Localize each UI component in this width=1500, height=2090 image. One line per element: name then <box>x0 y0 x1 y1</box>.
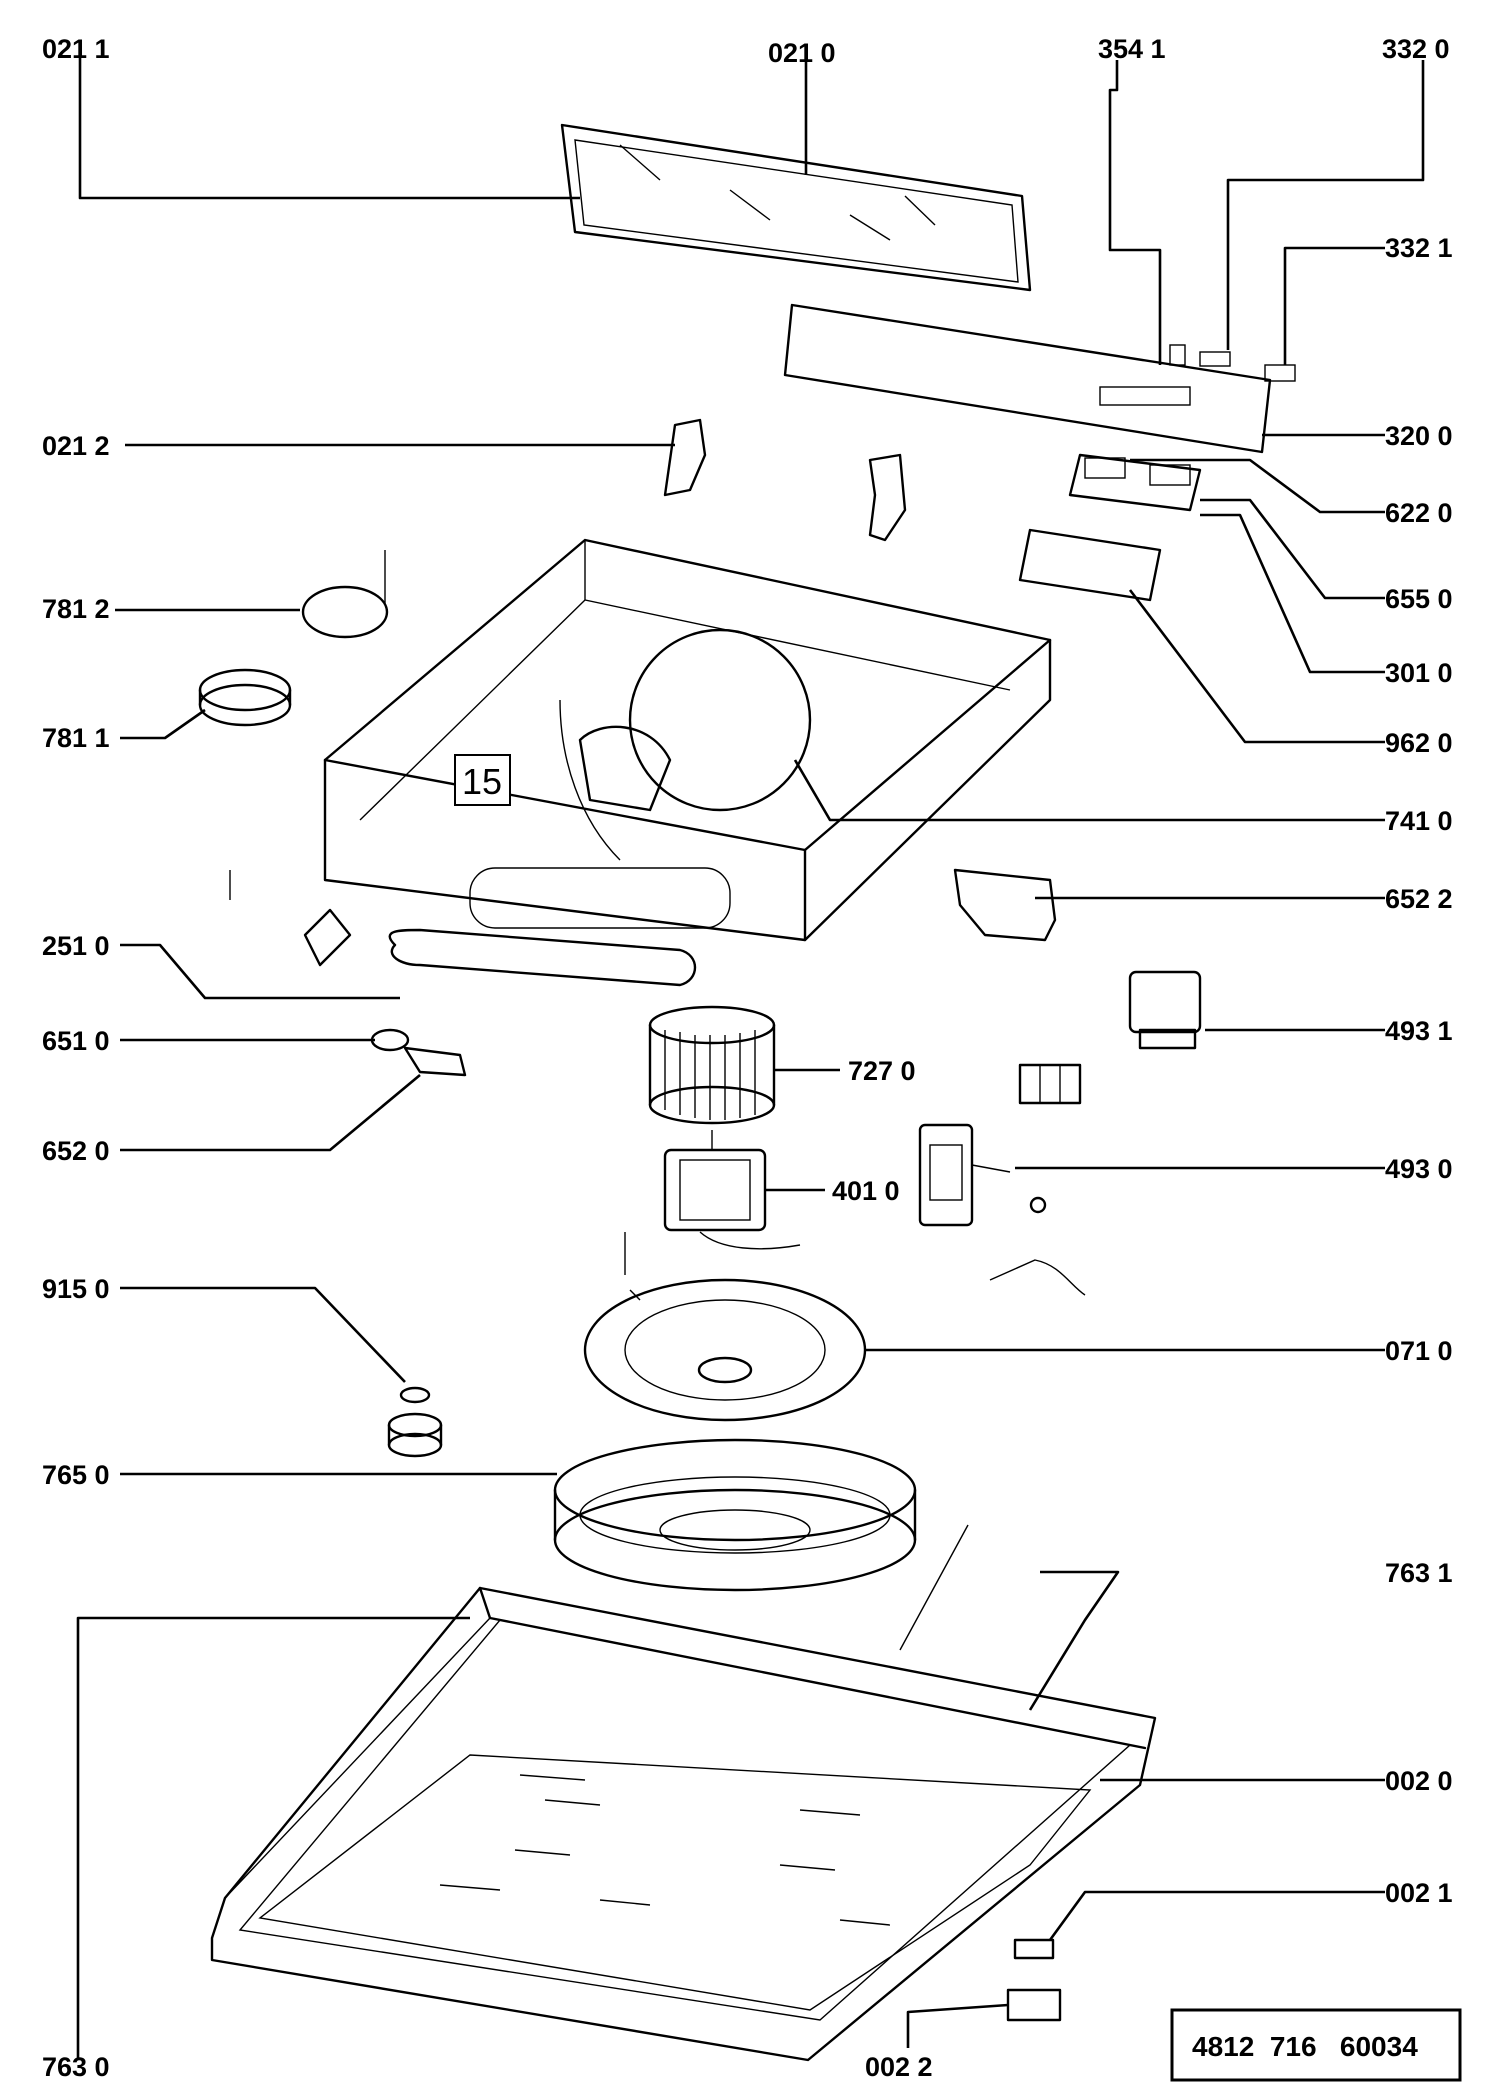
cover-plate-part <box>301 550 389 639</box>
label-493-1: 493 1 <box>1385 1016 1453 1046</box>
label-002-0: 002 0 <box>1385 1766 1453 1796</box>
label-301-0: 301 0 <box>1385 658 1453 688</box>
label-401-0: 401 0 <box>832 1176 900 1206</box>
control-panel-strip-part <box>783 303 1296 454</box>
label-332-1: 332 1 <box>1385 233 1453 263</box>
label-763-0: 763 0 <box>42 2052 110 2082</box>
motor-mounting-plate-part <box>583 1232 867 1422</box>
label-622-0: 622 0 <box>1385 498 1453 528</box>
label-781-1: 781 1 <box>42 723 110 753</box>
leader-lines <box>76 58 1425 2060</box>
label-493-0: 493 0 <box>1385 1154 1453 1184</box>
label-021-1: 021 1 <box>42 34 110 64</box>
label-781-2: 781 2 <box>42 594 110 624</box>
label-651-0: 651 0 <box>42 1026 110 1056</box>
lamp-holder-part <box>229 870 467 1077</box>
label-727-0: 727 0 <box>848 1056 916 1086</box>
filter-frame-part <box>388 928 697 987</box>
label-354-1: 354 1 <box>1098 34 1166 64</box>
switch-board-part <box>1018 453 1202 602</box>
label-655-0: 655 0 <box>1385 584 1453 614</box>
label-962-0: 962 0 <box>1385 728 1453 758</box>
exhaust-ring-part <box>198 668 292 727</box>
label-765-0: 765 0 <box>42 1460 110 1490</box>
label-021-2: 021 2 <box>42 431 110 461</box>
label-652-2: 652 2 <box>1385 884 1453 914</box>
callout-15: 15 <box>454 754 511 806</box>
label-021-0: 021 0 <box>768 38 836 68</box>
label-251-0: 251 0 <box>42 931 110 961</box>
document-number-box: 4812 716 60034 <box>1170 2008 1462 2082</box>
hood-housing-part <box>323 538 1052 942</box>
capacitor-part <box>1128 970 1202 1050</box>
knob-part <box>387 1386 443 1458</box>
label-002-2: 002 2 <box>865 2052 933 2082</box>
label-071-0: 071 0 <box>1385 1336 1453 1366</box>
callout-15-text: 15 <box>462 761 502 802</box>
label-332-0: 332 0 <box>1382 34 1450 64</box>
label-652-0: 652 0 <box>42 1136 110 1166</box>
terminal-block-part <box>1018 1063 1082 1105</box>
label-763-1: 763 1 <box>1385 1558 1453 1588</box>
glass-panel-part <box>560 123 1032 292</box>
part-labels: 021 1 021 0 354 1 332 0 332 1 021 2 320 … <box>42 34 1453 2082</box>
mounting-bracket-part <box>663 418 907 542</box>
fan-guard-grille-part <box>553 1438 917 1592</box>
label-915-0: 915 0 <box>42 1274 110 1304</box>
document-number: 4812 716 60034 <box>1192 2031 1418 2062</box>
label-741-0: 741 0 <box>1385 806 1453 836</box>
fan-wheel-part <box>648 1005 776 1125</box>
label-002-1: 002 1 <box>1385 1878 1453 1908</box>
bottom-frame-part <box>210 1524 1157 2062</box>
clip-parts <box>1006 1938 1062 2022</box>
switch-part <box>918 1123 1086 1296</box>
side-bracket-part <box>953 868 1057 942</box>
label-320-0: 320 0 <box>1385 421 1453 451</box>
